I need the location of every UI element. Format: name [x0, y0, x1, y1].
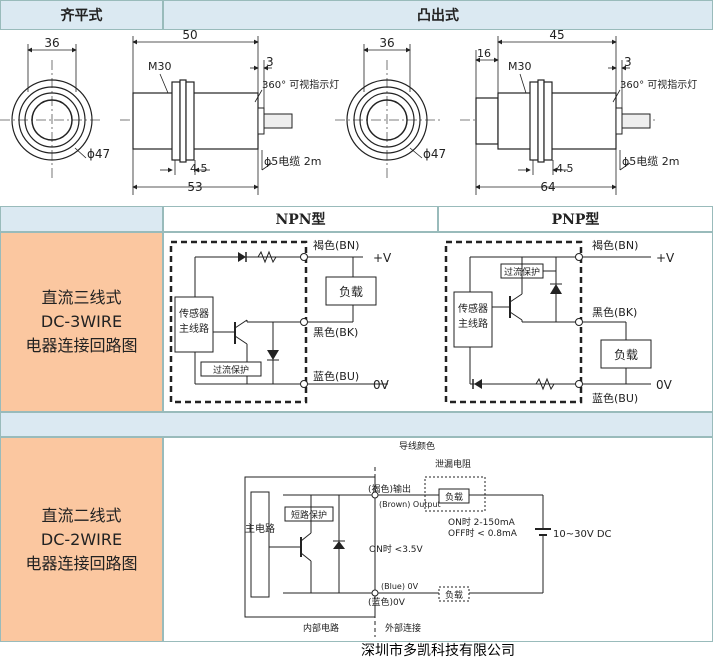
three-wire-label-line-3: 电器连接回路图: [25, 336, 138, 355]
flush-dim-len: 50: [182, 30, 197, 42]
two-wire-on-volt: ON时 <3.5V: [369, 543, 424, 555]
pnp-black: 黑色(BK): [592, 305, 637, 319]
pnp-title: PNP型: [551, 212, 600, 228]
npn-circuit: 传感器 主线路 过流保护 负载 褐色(BN) +V 黑色(BK) 蓝色(BU) …: [169, 238, 392, 404]
flush-side-view: 50 3 M30 360° 可视指示灯 4.5 ϕ5电缆 2m 53: [120, 30, 339, 195]
three-wire-label-line-2: DC-3WIRE: [40, 312, 123, 331]
protruding-phi47: ϕ47: [423, 147, 446, 161]
dimension-drawings: 36 ϕ47 50 3 M30 360° 可视指示灯 4.5 ϕ5电缆 2m: [0, 30, 697, 195]
protruding-title: 凸出式: [417, 8, 459, 24]
two-wire-short-protect: 短路保护: [291, 509, 327, 521]
npn-black: 黑色(BK): [313, 325, 358, 339]
two-wire-brown-out: (褐色)输出: [368, 483, 411, 495]
two-wire-leak-res: 泄漏电阻: [435, 458, 471, 470]
circuit-header-blank: [0, 206, 163, 232]
two-wire-label-line-2: DC-2WIRE: [40, 529, 123, 549]
npn-sensor-line-1: 传感器: [179, 307, 209, 320]
three-wire-circuits: 传感器 主线路 过流保护 负载 褐色(BN) +V 黑色(BK) 蓝色(BU) …: [169, 238, 675, 405]
npn-header: NPN型: [163, 206, 438, 232]
two-wire-label-line-3: 电器连接回路图: [25, 553, 138, 573]
two-wire-blue-zh: (蓝色)0V: [368, 596, 406, 608]
protruding-indicator: 360° 可视指示灯: [620, 78, 697, 91]
protruding-front-view: 36 ϕ47: [335, 36, 446, 180]
two-wire-inner: 内部电路: [303, 622, 339, 634]
two-wire-brown-output-en: (Brown) Output: [379, 500, 441, 509]
npn-brown: 褐色(BN): [313, 238, 359, 252]
company-footer: 深圳市多凯科技有限公司: [361, 643, 515, 659]
npn-load: 负载: [339, 285, 363, 299]
flush-dim-dia: 36: [44, 36, 59, 50]
protruding-dim-len: 45: [549, 30, 564, 42]
npn-blue: 蓝色(BU): [313, 369, 359, 383]
pnp-circuit: 过流保护 传感器 主线路 负载 褐色(BN) +V 黑色(BK) 蓝色(BU) …: [444, 238, 675, 405]
pnp-header: PNP型: [438, 206, 713, 232]
flush-total: 53: [187, 180, 202, 194]
two-wire-outer: 外部连接: [385, 622, 421, 634]
protruding-dim-head: 16: [477, 47, 491, 60]
npn-v-zero: 0V: [373, 378, 390, 392]
npn-sensor-line-2: 主线路: [179, 322, 209, 335]
pnp-v-plus: +V: [656, 251, 675, 265]
two-wire-load2: 负载: [445, 589, 463, 601]
flush-cable: ϕ5电缆 2m: [264, 155, 321, 168]
two-wire-off-curr: OFF时 < 0.8mA: [448, 527, 518, 539]
two-wire-supply: 10~30V DC: [553, 529, 612, 540]
two-wire-circuit: 主电路 短路保护 导线颜色 泄漏电阻 (褐色)输出 (Brown) Output…: [244, 440, 612, 637]
flush-dim-tip: 3: [266, 55, 274, 69]
two-wire-label: 直流二线式 DC-2WIRE 电器连接回路图: [0, 437, 163, 642]
three-wire-label: 直流三线式 DC-3WIRE 电器连接回路图: [0, 232, 163, 412]
flush-front-view: 36 ϕ47: [0, 36, 110, 180]
pnp-sensor-line-2: 主线路: [458, 317, 488, 330]
protruding-total: 64: [540, 180, 555, 194]
protruding-thread: M30: [508, 60, 532, 73]
protruding-cable: ϕ5电缆 2m: [622, 155, 679, 168]
pnp-load: 负载: [614, 348, 638, 362]
npn-protect: 过流保护: [213, 364, 249, 376]
two-wire-wire-color: 导线颜色: [399, 440, 435, 452]
two-wire-on-curr: ON时 2-150mA: [448, 516, 516, 528]
three-wire-label-line-1: 直流三线式: [41, 288, 122, 307]
flush-header: 齐平式: [0, 0, 163, 30]
separator-band: [0, 412, 713, 437]
two-wire-label-line-1: 直流二线式: [41, 505, 122, 525]
pnp-sensor-line-1: 传感器: [458, 302, 488, 315]
flush-phi47: ϕ47: [87, 147, 110, 161]
flush-thread: M30: [148, 60, 172, 73]
protruding-side-view: 45 16 3 M30 360° 可视指示灯 4.5 ϕ5电缆 2m 64: [460, 30, 697, 195]
npn-v-plus: +V: [373, 251, 392, 265]
pnp-brown: 褐色(BN): [592, 238, 638, 252]
two-wire-main-circuit: 主电路: [245, 522, 275, 535]
flush-nut: 4.5: [190, 162, 208, 175]
two-wire-blue-en: (Blue) 0V: [381, 582, 419, 591]
protruding-nut: 4.5: [556, 162, 574, 175]
two-wire-load: 负载: [445, 491, 463, 503]
pnp-v-zero: 0V: [656, 378, 673, 392]
flush-indicator: 360° 可视指示灯: [262, 78, 339, 91]
protruding-dim-dia: 36: [379, 36, 394, 50]
flush-title: 齐平式: [60, 8, 103, 24]
protruding-dim-tip: 3: [624, 55, 632, 69]
protruding-header: 凸出式: [163, 0, 713, 30]
npn-title: NPN型: [275, 212, 326, 228]
pnp-blue: 蓝色(BU): [592, 391, 638, 405]
